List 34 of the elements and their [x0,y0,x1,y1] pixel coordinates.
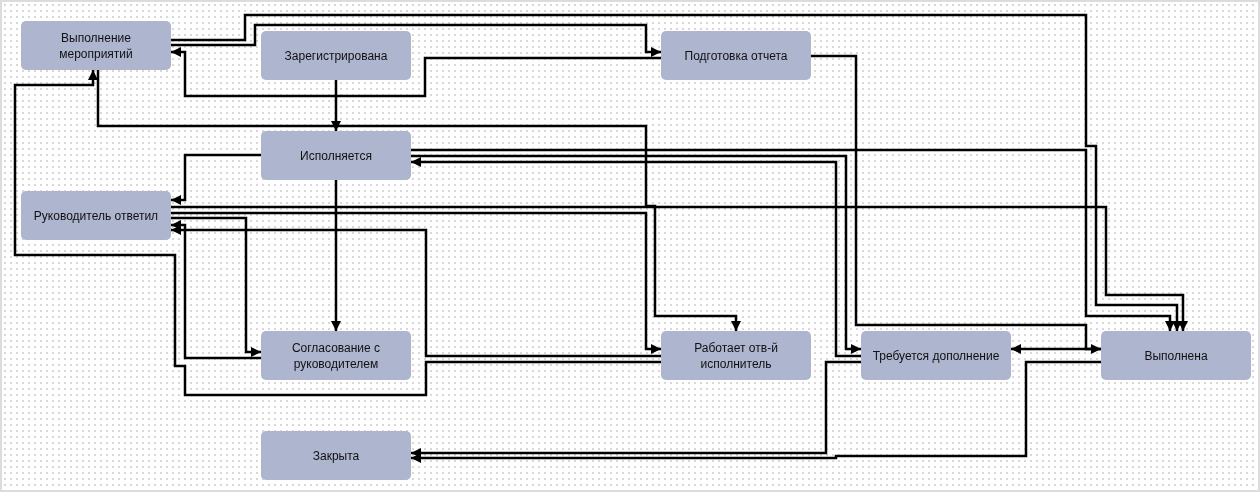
connector-arrow [96,70,741,331]
state-box [861,331,1011,380]
connector-arrow [811,54,1101,354]
connector-arrow [331,80,341,131]
state-label: Работает отв-й исполнитель [693,339,779,372]
state-box [261,131,411,180]
state-label: Исполняется [300,147,372,164]
state-label: Руководитель ответил [33,207,159,224]
state-box [261,331,411,380]
state-label: Выполнена [1144,347,1208,364]
state-label: Требуется дополнение [872,347,1000,364]
connector-arrow [171,205,1188,331]
connector-arrow [171,153,261,205]
state-label: Подготовка отчета [684,47,788,64]
state-box [21,21,171,70]
state-label: Закрыта [312,447,360,464]
connector-arrow [411,360,1101,463]
connector-arrow [171,13,1182,331]
state-label: Выполнение мероприятий [58,29,134,62]
state-box [261,31,411,80]
state-label: Согласование с руководителем [290,339,382,372]
connector-arrow [331,180,341,331]
connector-arrow [411,148,1175,331]
state-label: Зарегистрирована [284,47,388,64]
connector-arrow [1011,344,1101,354]
state-box [261,431,411,480]
state-box [21,191,171,240]
connector-arrow [411,360,861,458]
connector-arrow [13,70,661,397]
connector-arrow [171,47,661,98]
state-box [661,31,811,80]
state-box [661,331,811,380]
state-box [1101,331,1251,380]
connector-arrow [171,23,661,57]
